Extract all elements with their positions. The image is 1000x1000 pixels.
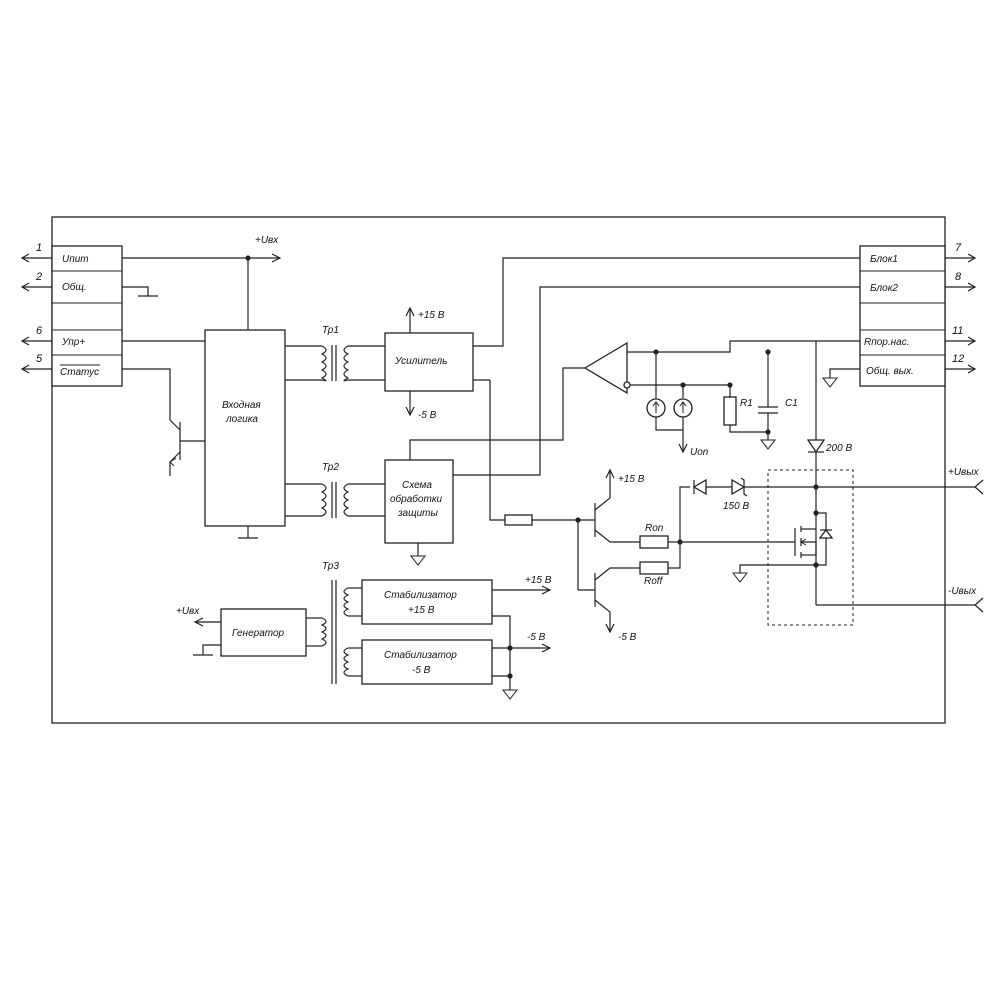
pin-label-common-out: Общ. вых. bbox=[866, 365, 914, 377]
pin-label-block1: Блок1 bbox=[870, 254, 898, 265]
transformer-tr2: Тр2 bbox=[285, 462, 385, 518]
input-logic-label-2: логика bbox=[225, 414, 258, 425]
uvyx-plus-label: +Uвых bbox=[948, 467, 980, 478]
uvx-gen-label: +Uвх bbox=[176, 606, 200, 617]
transformer-tr3: Тр3 bbox=[306, 561, 362, 684]
pin-number-1: 1 bbox=[36, 242, 42, 254]
power-mosfet bbox=[731, 469, 854, 626]
input-logic-label-1: Входная bbox=[222, 400, 261, 411]
module-frame bbox=[51, 216, 946, 724]
stab-minus5-label: -5 В bbox=[527, 632, 546, 643]
d200-label: 200 В bbox=[825, 443, 852, 454]
comparator bbox=[583, 340, 860, 395]
protection-label-2: обработки bbox=[390, 493, 443, 505]
diode-200v: 200 В bbox=[806, 341, 852, 487]
stabilizer-minus5-block bbox=[361, 639, 493, 685]
stab-plus15-label: +15 В bbox=[525, 575, 552, 586]
current-sources: Uon bbox=[646, 352, 709, 458]
pin-label-block2: Блок2 bbox=[870, 283, 898, 294]
r1-label: R1 bbox=[740, 398, 753, 409]
roff-label: Roff bbox=[644, 576, 664, 587]
input-logic-block bbox=[204, 329, 286, 527]
uvyx-minus-label: -Uвых bbox=[948, 586, 977, 597]
right-connector: Блок1 Блок2 Rпор.нас. Общ. вых. bbox=[859, 245, 946, 387]
amplifier-label: Усилитель bbox=[394, 356, 447, 367]
stab5-label-2: -5 В bbox=[412, 665, 431, 676]
amp-plus15-label: +15 В bbox=[418, 310, 445, 321]
pin-number-5: 5 bbox=[36, 353, 43, 365]
stab5-label-1: Стабилизатор bbox=[384, 649, 457, 661]
stab15-label-2: +15 В bbox=[408, 605, 435, 616]
protection-label-3: защиты bbox=[397, 508, 439, 519]
pin-label-ctrl: Упр+ bbox=[61, 337, 85, 348]
pin-number-8: 8 bbox=[955, 271, 962, 283]
pin-number-7: 7 bbox=[955, 242, 962, 254]
gate-resistors: Ron Roff bbox=[639, 486, 795, 587]
tr1-label: Тр1 bbox=[322, 325, 339, 336]
right-pin-wires: 7 8 11 12 bbox=[945, 242, 977, 374]
drv-minus5-label: -5 В bbox=[618, 632, 637, 643]
left-connector: Uпит Общ. Упр+ Статус bbox=[51, 245, 123, 387]
generator-label: Генератор bbox=[232, 628, 285, 639]
transformer-tr1: Тр1 bbox=[285, 325, 385, 382]
protection-label-1: Схема bbox=[402, 480, 432, 491]
uvx-top-label: +Uвх bbox=[255, 235, 279, 246]
amplifier-block bbox=[384, 332, 474, 392]
resistor-r1: R1 bbox=[723, 385, 768, 433]
uon-label: Uon bbox=[690, 447, 709, 458]
pin-label-rthreshold: Rпор.нас. bbox=[864, 337, 909, 348]
pin-number-6: 6 bbox=[36, 325, 43, 337]
capacitor-c1: C1 bbox=[758, 352, 798, 450]
ron-label: Ron bbox=[645, 523, 664, 534]
pin-number-2: 2 bbox=[35, 271, 42, 283]
status-transistor bbox=[122, 368, 205, 476]
drv-plus15-label: +15 В bbox=[618, 474, 645, 485]
pin-label-common: Общ. bbox=[62, 281, 87, 293]
amp-minus5-label: -5 В bbox=[418, 410, 437, 421]
generator-block bbox=[220, 608, 307, 657]
left-pin-wires: 1 2 6 5 bbox=[20, 242, 52, 374]
c1-label: C1 bbox=[785, 398, 798, 409]
stabilizer-plus15-block bbox=[361, 579, 493, 625]
pin-number-12: 12 bbox=[952, 353, 964, 365]
d150-label: 150 В bbox=[723, 501, 749, 512]
tr3-label: Тр3 bbox=[322, 561, 339, 572]
pin-label-status: Статус bbox=[60, 367, 99, 378]
driver-transistors: +15 В -5 В bbox=[575, 468, 645, 643]
zener-chain: 150 В bbox=[692, 477, 816, 512]
pin-label-uput: Uпит bbox=[62, 254, 89, 265]
protection-block bbox=[384, 459, 454, 544]
tr2-label: Тр2 bbox=[322, 462, 339, 473]
stab15-label-1: Стабилизатор bbox=[384, 589, 457, 601]
pin-number-11: 11 bbox=[952, 325, 963, 337]
